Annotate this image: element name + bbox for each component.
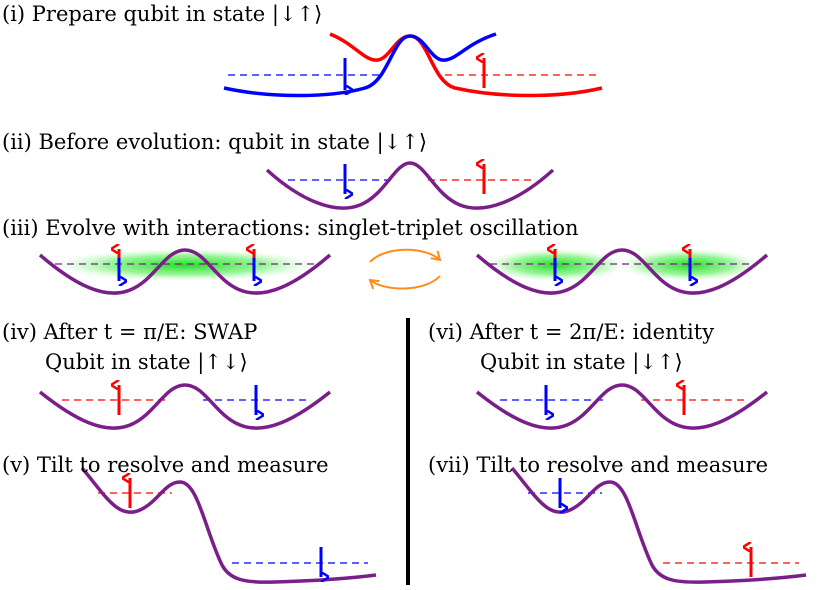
panel-iii-right bbox=[475, 248, 769, 295]
double-well-potential bbox=[265, 161, 555, 210]
panel-vii-label: (vii) Tilt to resolve and measure bbox=[428, 453, 769, 477]
potential-blue bbox=[223, 32, 497, 98]
panel-vi-sublabel: Qubit in state |↓↑⟩ bbox=[480, 350, 683, 374]
double-well-potential bbox=[38, 383, 332, 430]
oscillation-arrow-forward bbox=[369, 248, 442, 263]
wavefunction-cloud bbox=[55, 249, 315, 281]
panel-i-label: (i) Prepare qubit in state |↓↑⟩ bbox=[2, 2, 323, 26]
double-well-potential bbox=[475, 383, 769, 430]
panel-ii-label: (ii) Before evolution: qubit in state |↓… bbox=[2, 130, 428, 154]
tilted-potential bbox=[80, 466, 377, 584]
panel-iii-left bbox=[38, 248, 332, 295]
panel-i bbox=[223, 32, 603, 98]
panel-v bbox=[80, 466, 377, 584]
tilted-potential bbox=[510, 466, 807, 584]
panel-v-label: (v) Tilt to resolve and measure bbox=[2, 453, 329, 477]
panel-iv bbox=[38, 383, 332, 430]
double-well-potential bbox=[475, 248, 769, 295]
panel-iv-label: (iv) After t = π/E: SWAP bbox=[2, 320, 258, 344]
panel-vi-label: (vi) After t = 2π/E: identity bbox=[428, 320, 715, 344]
oscillation-arrows bbox=[368, 248, 442, 290]
double-well-potential bbox=[38, 248, 332, 295]
panel-iii-label: (iii) Evolve with interactions: singlet-… bbox=[2, 216, 579, 240]
panel-iv-sublabel: Qubit in state |↑↓⟩ bbox=[45, 350, 248, 374]
oscillation-arrow-back bbox=[368, 275, 441, 290]
panel-vii bbox=[510, 466, 807, 584]
panel-ii bbox=[265, 161, 555, 210]
panel-vi bbox=[475, 383, 769, 430]
